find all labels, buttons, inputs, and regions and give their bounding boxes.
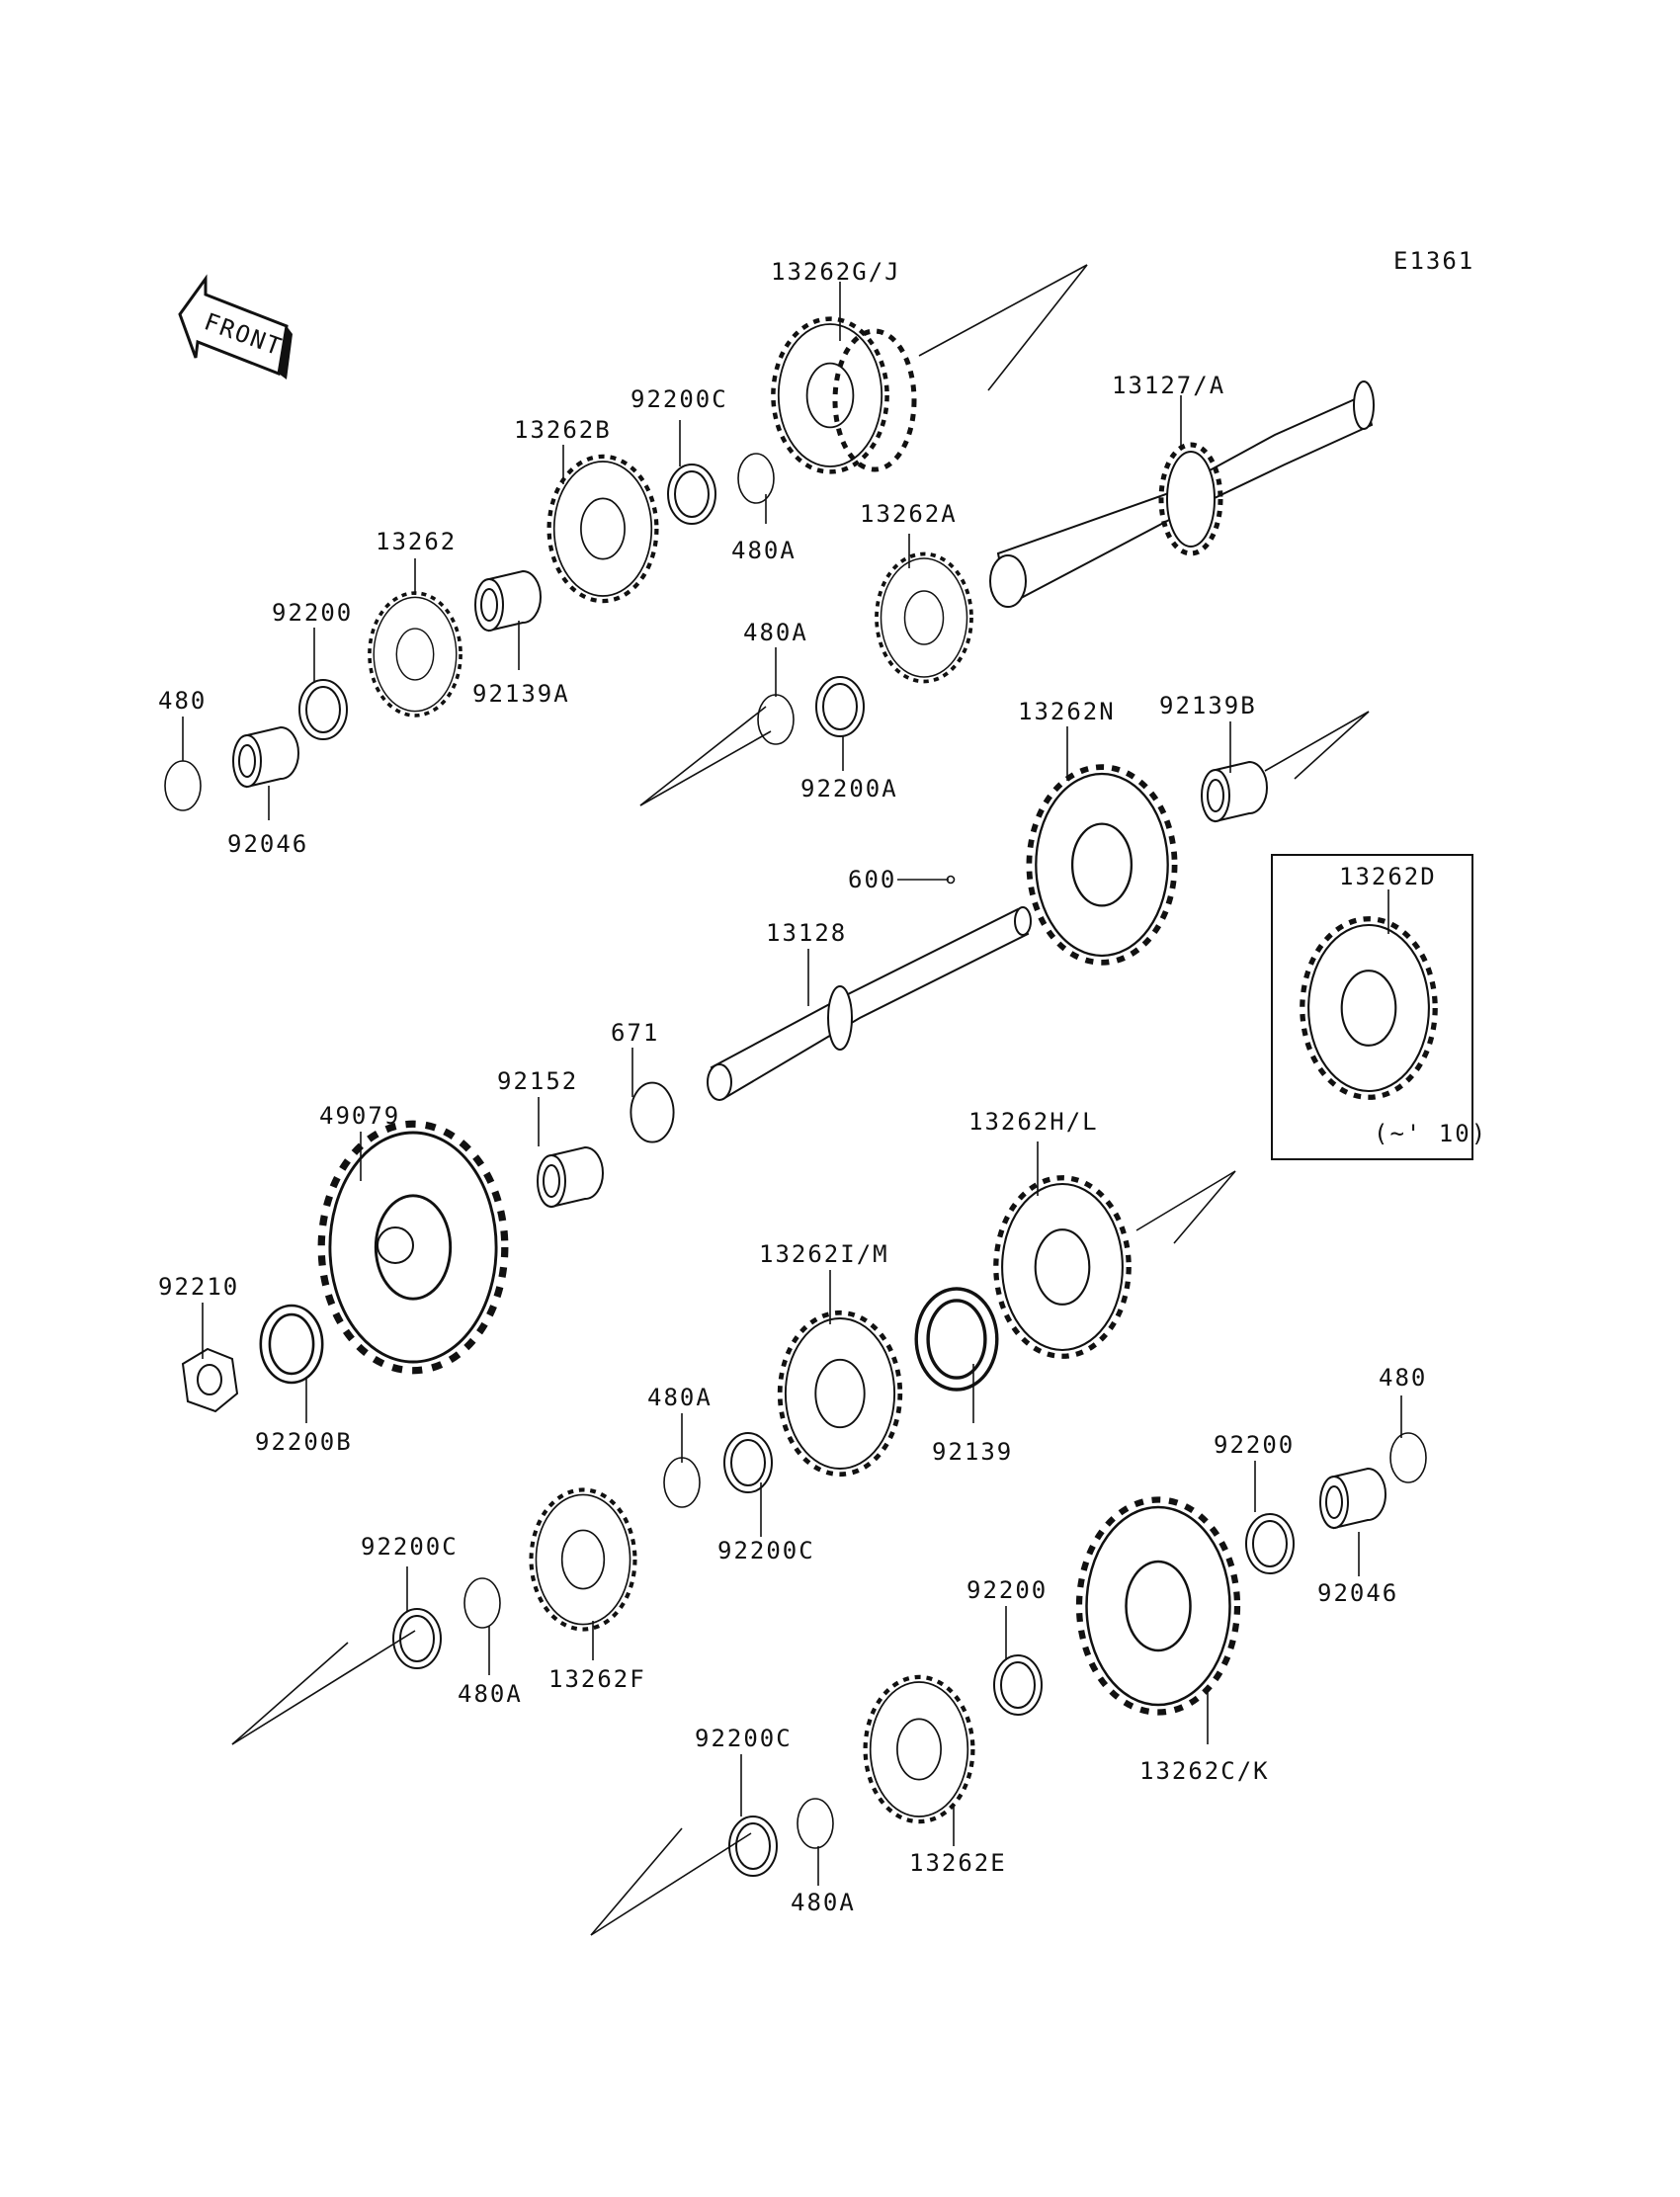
bearing-92152 [537, 1146, 604, 1208]
callout-92200C-b: 92200C [361, 1533, 459, 1561]
washer-92200-c [993, 1654, 1043, 1716]
circlip-480A-a [737, 453, 775, 504]
callout-92200-c: 92200 [966, 1576, 1048, 1604]
callout-13262A: 13262A [860, 500, 958, 528]
callout-13262CK: 13262C/K [1139, 1757, 1270, 1785]
callout-92200C-c: 92200C [717, 1537, 815, 1564]
callout-480A-a: 480A [731, 537, 797, 564]
washer-92139 [914, 1287, 999, 1392]
washer-92200C-b [723, 1432, 773, 1493]
callout-92200-b: 92200 [1214, 1431, 1295, 1459]
gear-13262B [549, 457, 657, 601]
gear-13262N [1029, 767, 1174, 963]
callout-671: 671 [611, 1019, 659, 1047]
callout-49079: 49079 [319, 1102, 400, 1130]
washer-92200-b [1245, 1513, 1295, 1574]
bearing-92139B [1201, 761, 1268, 822]
callout-13262GJ: 13262G/J [771, 258, 901, 286]
washer-92200C-d [728, 1816, 778, 1877]
circlip-480-a [164, 760, 202, 811]
inset-box: (~' 10) [1271, 854, 1487, 1160]
washer-92200-a [298, 679, 348, 740]
callout-13262HL: 13262H/L [968, 1108, 1099, 1136]
callout-92046-a: 92046 [227, 830, 308, 858]
gear-13262CK [1079, 1500, 1237, 1713]
callout-480-b: 480 [1379, 1364, 1427, 1392]
callout-480A-d: 480A [458, 1680, 523, 1708]
callout-92046-b: 92046 [1317, 1579, 1398, 1607]
callout-480A-e: 480A [791, 1889, 856, 1916]
circlip-480A-e [797, 1798, 834, 1849]
callout-92200B: 92200B [255, 1428, 353, 1456]
callout-600: 600 [848, 866, 896, 893]
diagram-id: E1361 [1393, 247, 1474, 275]
nut-92210 [181, 1347, 239, 1413]
callout-13262E: 13262E [909, 1849, 1007, 1877]
washer-92200C-a [667, 464, 716, 525]
leader-lines [182, 282, 1402, 1886]
circlip-480A-b [757, 694, 795, 745]
inset-note: (~' 10) [1374, 1120, 1487, 1147]
callout-92200C-a: 92200C [630, 385, 728, 413]
bearing-92139A [474, 570, 542, 632]
callout-13128: 13128 [766, 919, 847, 947]
output-shaft-13127A [989, 380, 1375, 608]
callout-13262N: 13262N [1018, 698, 1116, 725]
washer-92200A [815, 676, 865, 737]
gear-13262HL [996, 1178, 1129, 1357]
circlip-480A-d [463, 1577, 501, 1629]
washer-92200B [259, 1304, 324, 1385]
callout-13262IM: 13262I/M [759, 1240, 889, 1268]
callout-labels: 13262G/J 13127/A 92200C 13262B 480A 1326… [158, 258, 1437, 1916]
sprocket-49079 [321, 1124, 505, 1370]
callout-13262F: 13262F [548, 1665, 646, 1693]
bearing-92046-b [1319, 1468, 1386, 1529]
gear-13262F [532, 1489, 635, 1629]
callout-480A-c: 480A [647, 1384, 713, 1411]
callout-13127A: 13127/A [1112, 372, 1225, 399]
callout-92139: 92139 [932, 1438, 1013, 1466]
gear-13262A [875, 551, 973, 684]
gear-13262D [1302, 919, 1435, 1098]
callout-13262: 13262 [376, 528, 457, 555]
input-shaft-13128 [707, 906, 1032, 1101]
callout-92200C-d: 92200C [695, 1725, 793, 1752]
front-arrow-icon: FRONT [178, 274, 293, 380]
gear-13262IM [780, 1312, 900, 1474]
gear-13262 [368, 591, 462, 718]
callout-92139A: 92139A [472, 680, 570, 708]
callout-92200-a: 92200 [272, 599, 353, 627]
callout-480A-b: 480A [743, 619, 808, 646]
callout-92210: 92210 [158, 1273, 239, 1301]
washer-92200C-c [392, 1608, 442, 1669]
callout-13262D: 13262D [1339, 863, 1437, 890]
bearing-92046-a [232, 726, 299, 788]
callout-13262B: 13262B [514, 416, 612, 444]
callout-92200A: 92200A [800, 775, 898, 803]
gear-13262E [866, 1677, 973, 1821]
circlip-480A-c [663, 1457, 701, 1508]
oring-671 [630, 1081, 675, 1143]
callout-92139B: 92139B [1159, 692, 1257, 719]
callout-480-a: 480 [158, 687, 207, 715]
circlip-480-b [1389, 1432, 1427, 1483]
callout-92152: 92152 [497, 1067, 578, 1095]
gear-13262GJ [773, 319, 917, 472]
